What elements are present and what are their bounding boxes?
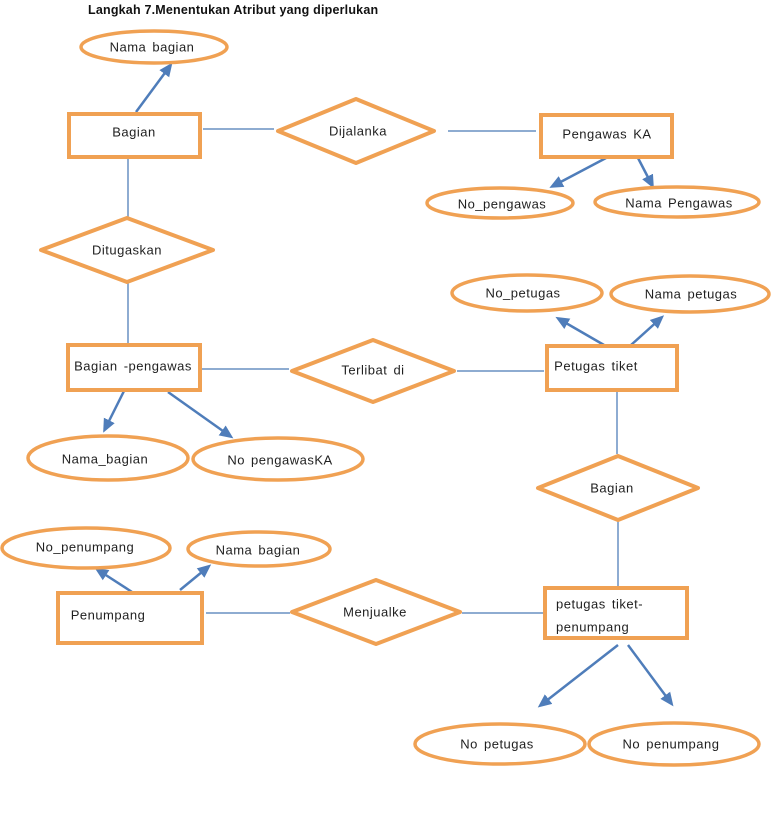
entity-bagian: Bagian: [67, 112, 202, 159]
attribute-nama-petugas: Nama petugas: [609, 274, 771, 314]
attribute-no-pengawas-label: No_pengawas: [458, 197, 547, 212]
attribute-no-petugas-shape: [450, 273, 604, 313]
relationship-dijalanka-shape: [276, 97, 436, 165]
attribute-nama-bagian-2: Nama_bagian: [26, 434, 190, 482]
attribute-arrows: [94, 62, 674, 708]
entity-petugas-tiket-penumpang-shape: [543, 586, 689, 640]
entity-pengawas-ka-label: Pengawas KA: [562, 127, 651, 142]
entity-bagian-shape: [67, 112, 202, 159]
attribute-no-penumpang-2: No penumpang: [587, 721, 761, 767]
entity-petugas-tiket-shape: [545, 344, 679, 392]
entity-penumpang: Penumpang: [56, 591, 204, 645]
attribute-nama-pengawas: Nama Pengawas: [593, 185, 761, 219]
entity-pengawas-ka-shape: [539, 113, 674, 159]
relationship-menjualke: Menjualke: [290, 578, 462, 646]
entity-petugas-tiket-penumpang-label-line2: penumpang: [556, 620, 629, 635]
attribute-nama-bagian-1-shape: [79, 29, 229, 65]
attribute-no-petugas-2-shape: [413, 722, 587, 766]
entity-petugas-tiket-penumpang-label-line1: petugas tiket-: [556, 597, 643, 612]
attribute-no-petugas-2-label: No petugas: [460, 737, 534, 752]
entity-bagian-label: Bagian: [112, 125, 155, 140]
arrow-penumpang-nopenumpang: [94, 567, 133, 594]
relationship-bagian-shape: [536, 454, 700, 522]
arrow-penumpang-namabagian: [179, 564, 212, 591]
attribute-no-penumpang: No_penumpang: [0, 526, 172, 570]
attribute-no-pengawas: No_pengawas: [425, 186, 575, 220]
attribute-nama-bagian-2-shape: [26, 434, 190, 482]
relationship-terlibat-di-shape: [290, 338, 456, 404]
entity-penumpang-shape: [56, 591, 204, 645]
attribute-nama-bagian-3: Nama bagian: [186, 530, 332, 568]
arrow-bagianpengawas-namabagian: [103, 390, 126, 433]
relationship-dijalanka: Dijalanka: [276, 97, 436, 165]
arrow-petugastiket-namapetugas: [630, 315, 665, 346]
arrow-pengawaska-namapengawas: [636, 157, 654, 189]
attribute-no-pengawas-shape: [425, 186, 575, 220]
attribute-no-penumpang-2-shape: [587, 721, 761, 767]
relationship-terlibat-di: Terlibat di: [290, 338, 456, 404]
relationship-menjualke-shape: [290, 578, 462, 646]
entity-petugas-tiket: Petugas tiket: [545, 344, 679, 392]
arrow-ptp-nopenumpang: [626, 644, 674, 707]
attribute-nama-bagian-1: Nama bagian: [79, 29, 229, 65]
arrow-pengawaska-nopengawas: [549, 156, 607, 188]
attribute-no-petugas-label: No_petugas: [485, 286, 560, 301]
attribute-nama-petugas-label: Nama petugas: [645, 287, 738, 302]
attribute-no-pengawaska-label: No pengawasKA: [227, 453, 332, 468]
attribute-no-penumpang-label: No_penumpang: [36, 540, 135, 555]
relationship-ditugaskan: Ditugaskan: [39, 216, 215, 284]
connector-lines: [127, 128, 619, 614]
arrow-petugastiket-nopetugas: [555, 316, 605, 347]
attribute-nama-bagian-1-label: Nama bagian: [110, 40, 195, 55]
attribute-no-penumpang-2-label: No penumpang: [623, 737, 720, 752]
entity-bagian-pengawas-label: Bagian -pengawas: [74, 359, 192, 374]
attribute-nama-bagian-3-label: Nama bagian: [216, 543, 301, 558]
attribute-no-petugas-2: No petugas: [413, 722, 587, 766]
relationship-ditugaskan-shape: [39, 216, 215, 284]
diagram-title: Langkah 7.Menentukan Atribut yang diperl…: [88, 3, 378, 17]
attribute-nama-pengawas-label: Nama Pengawas: [625, 196, 733, 211]
attribute-nama-bagian-2-label: Nama_bagian: [62, 452, 148, 467]
arrow-bagianpengawas-nopengawaska: [167, 390, 234, 439]
entity-petugas-tiket-label: Petugas tiket: [554, 359, 638, 374]
relationship-menjualke-label: Menjualke: [343, 605, 407, 620]
entity-pengawas-ka: Pengawas KA: [539, 113, 674, 159]
attribute-no-penumpang-shape: [0, 526, 172, 570]
arrow-bagian-namabagian: [134, 62, 173, 113]
entity-bagian-pengawas: Bagian -pengawas: [66, 343, 202, 392]
attribute-no-petugas: No_petugas: [450, 273, 604, 313]
entity-petugas-tiket-penumpang: petugas tiket- penumpang: [543, 586, 689, 640]
relationship-bagian: Bagian: [536, 454, 700, 522]
relationship-terlibat-di-label: Terlibat di: [341, 363, 404, 378]
attribute-nama-bagian-3-shape: [186, 530, 332, 568]
relationship-ditugaskan-label: Ditugaskan: [92, 243, 162, 258]
attribute-nama-petugas-shape: [609, 274, 771, 314]
relationship-dijalanka-label: Dijalanka: [329, 124, 387, 139]
arrow-ptp-nopetugas: [537, 644, 619, 708]
attribute-no-pengawaska-shape: [191, 436, 365, 482]
relationship-bagian-label: Bagian: [590, 481, 633, 496]
attribute-no-pengawaska: No pengawasKA: [191, 436, 365, 482]
entity-bagian-pengawas-shape: [66, 343, 202, 392]
entity-penumpang-label: Penumpang: [71, 608, 146, 623]
attribute-nama-pengawas-shape: [593, 185, 761, 219]
